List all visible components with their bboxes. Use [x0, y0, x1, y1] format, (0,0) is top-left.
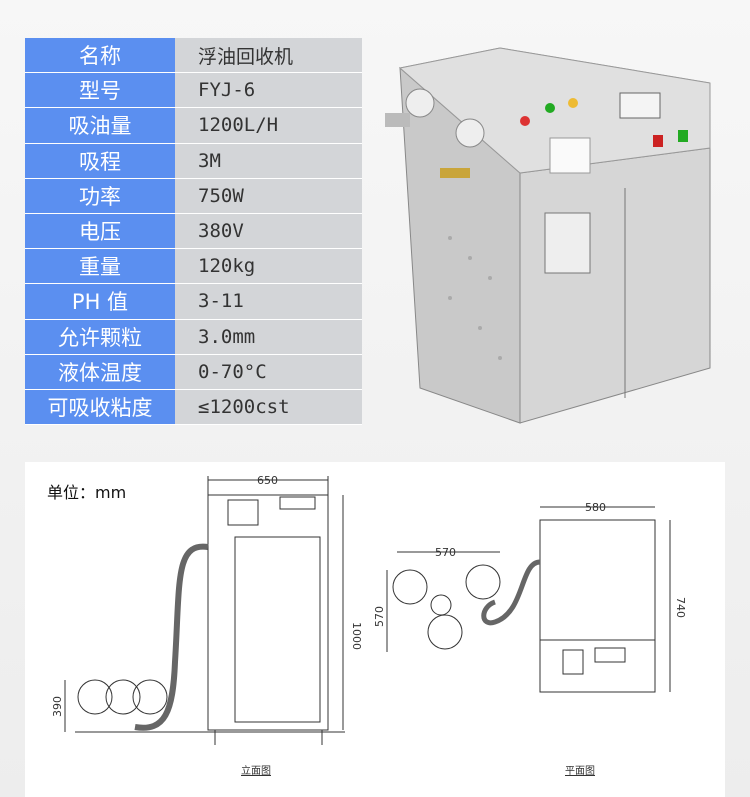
front-height-dim: 1000	[350, 622, 363, 650]
spec-label: 液体温度	[25, 354, 175, 390]
spec-label: 电压	[25, 213, 175, 250]
dimension-drawing-panel: 单位：mm 650 1000 390 580	[25, 462, 725, 797]
spec-label: 吸程	[25, 143, 175, 179]
spec-label: 吸油量	[25, 107, 175, 144]
spec-value: 380V	[175, 213, 362, 250]
spec-value: 3M	[175, 143, 362, 179]
spec-label: 型号	[25, 72, 175, 109]
front-width-dim: 650	[257, 474, 278, 487]
spec-value: FYJ-6	[175, 72, 362, 109]
spec-label: 功率	[25, 178, 175, 214]
front-elevation-drawing	[64, 476, 345, 745]
spec-row: 可吸收粘度≤1200cst	[25, 389, 362, 426]
ball-height-dim: 390	[51, 696, 64, 717]
spec-label: PH 值	[25, 283, 175, 320]
spec-value: 750W	[175, 178, 362, 214]
spec-row: 名称浮油回收机	[25, 38, 362, 74]
unit-label: 单位：mm	[47, 483, 127, 502]
plan-view-drawing	[386, 506, 671, 693]
spec-value: 浮油回收机	[175, 38, 362, 74]
plan-width-dim: 580	[585, 501, 606, 514]
spec-value: 3.0mm	[175, 319, 362, 355]
spec-value: 1200L/H	[175, 107, 362, 144]
product-photo	[385, 47, 711, 424]
ball-span-v-dim: 570	[373, 606, 386, 627]
ball-span-dim: 570	[435, 546, 456, 559]
spec-label: 名称	[25, 38, 175, 74]
spec-label: 可吸收粘度	[25, 389, 175, 426]
plan-depth-dim: 740	[674, 597, 687, 618]
spec-value: 120kg	[175, 248, 362, 285]
spec-label: 允许颗粒	[25, 319, 175, 355]
spec-value: ≤1200cst	[175, 389, 362, 426]
spec-value: 3-11	[175, 283, 362, 320]
front-caption: 立面图	[241, 766, 271, 777]
plan-caption: 平面图	[565, 766, 595, 777]
spec-value: 0-70°C	[175, 354, 362, 390]
spec-label: 重量	[25, 248, 175, 285]
